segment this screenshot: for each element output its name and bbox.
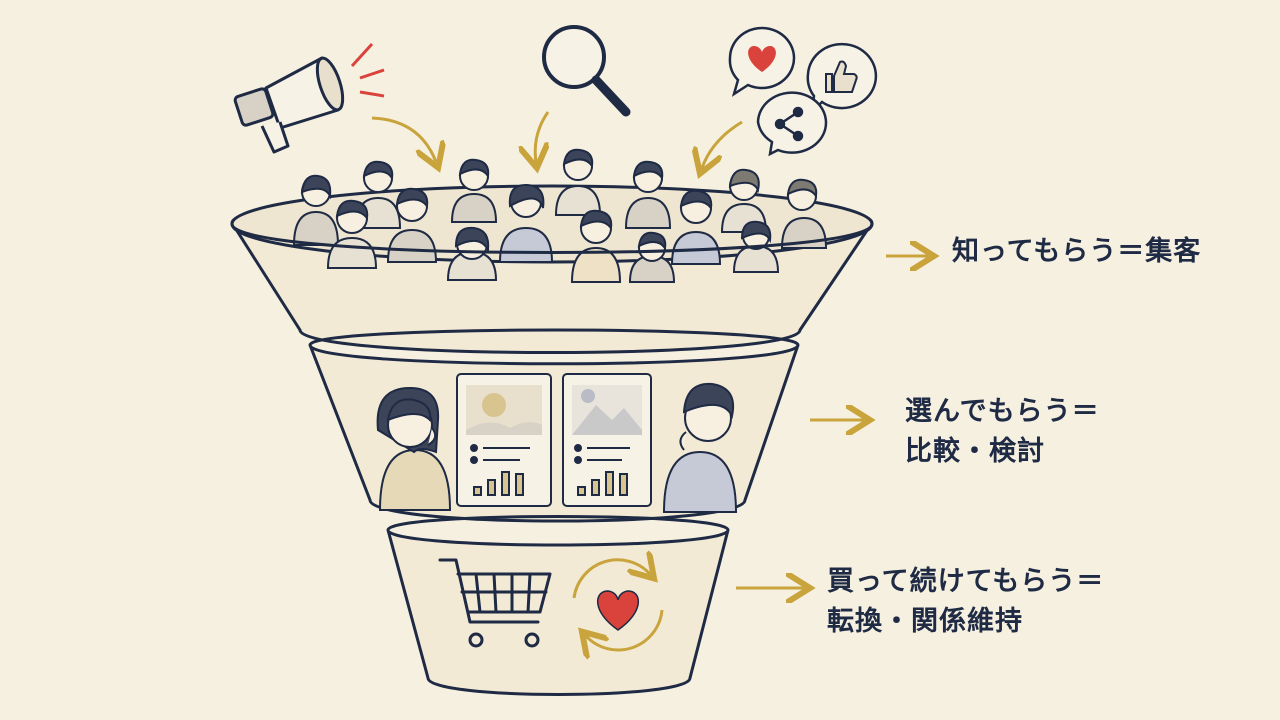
stage-label-line: 知ってもらう＝集客: [952, 236, 1202, 267]
stage-label-line: 買って続けてもらう＝: [827, 566, 1105, 597]
stage-label-conversion: 買って続けてもらう＝ 転換・関係維持: [827, 562, 1104, 642]
funnel-bottom-section: [386, 515, 730, 696]
person-icon: [450, 158, 498, 223]
product-card-icon: [456, 373, 552, 507]
person-icon: [292, 174, 340, 246]
inflow-arrows: [371, 111, 743, 168]
heart-bubble-icon: [728, 26, 796, 97]
person-icon: [554, 148, 602, 216]
person-icon: [570, 209, 622, 283]
funnel-top-rim: [230, 223, 874, 254]
cycle-heart-icon: [572, 560, 664, 650]
megaphone-icon: [233, 42, 385, 154]
person-icon: [628, 231, 676, 283]
person-icon: [670, 189, 722, 265]
stage-label-line: 転換・関係維持: [827, 606, 1023, 637]
stage-label-consideration: 選んでもらう＝ 比較・検討: [905, 392, 1100, 472]
search-icon: [542, 25, 631, 117]
share-bubble-icon: [756, 91, 828, 157]
person-icon: [732, 220, 780, 273]
thinking-man: [662, 382, 738, 513]
cart-icon: [438, 558, 552, 648]
stage-label-line: 比較・検討: [905, 436, 1045, 467]
stage-label-line: 選んでもらう＝: [905, 396, 1100, 427]
stage-label-awareness: 知ってもらう＝集客: [952, 232, 1201, 272]
person-icon: [624, 160, 672, 229]
stage-arrows: [736, 256, 928, 588]
product-card-icon: [562, 373, 652, 507]
person-icon: [386, 187, 438, 263]
person-icon: [780, 178, 828, 249]
thinking-woman: [376, 386, 452, 511]
